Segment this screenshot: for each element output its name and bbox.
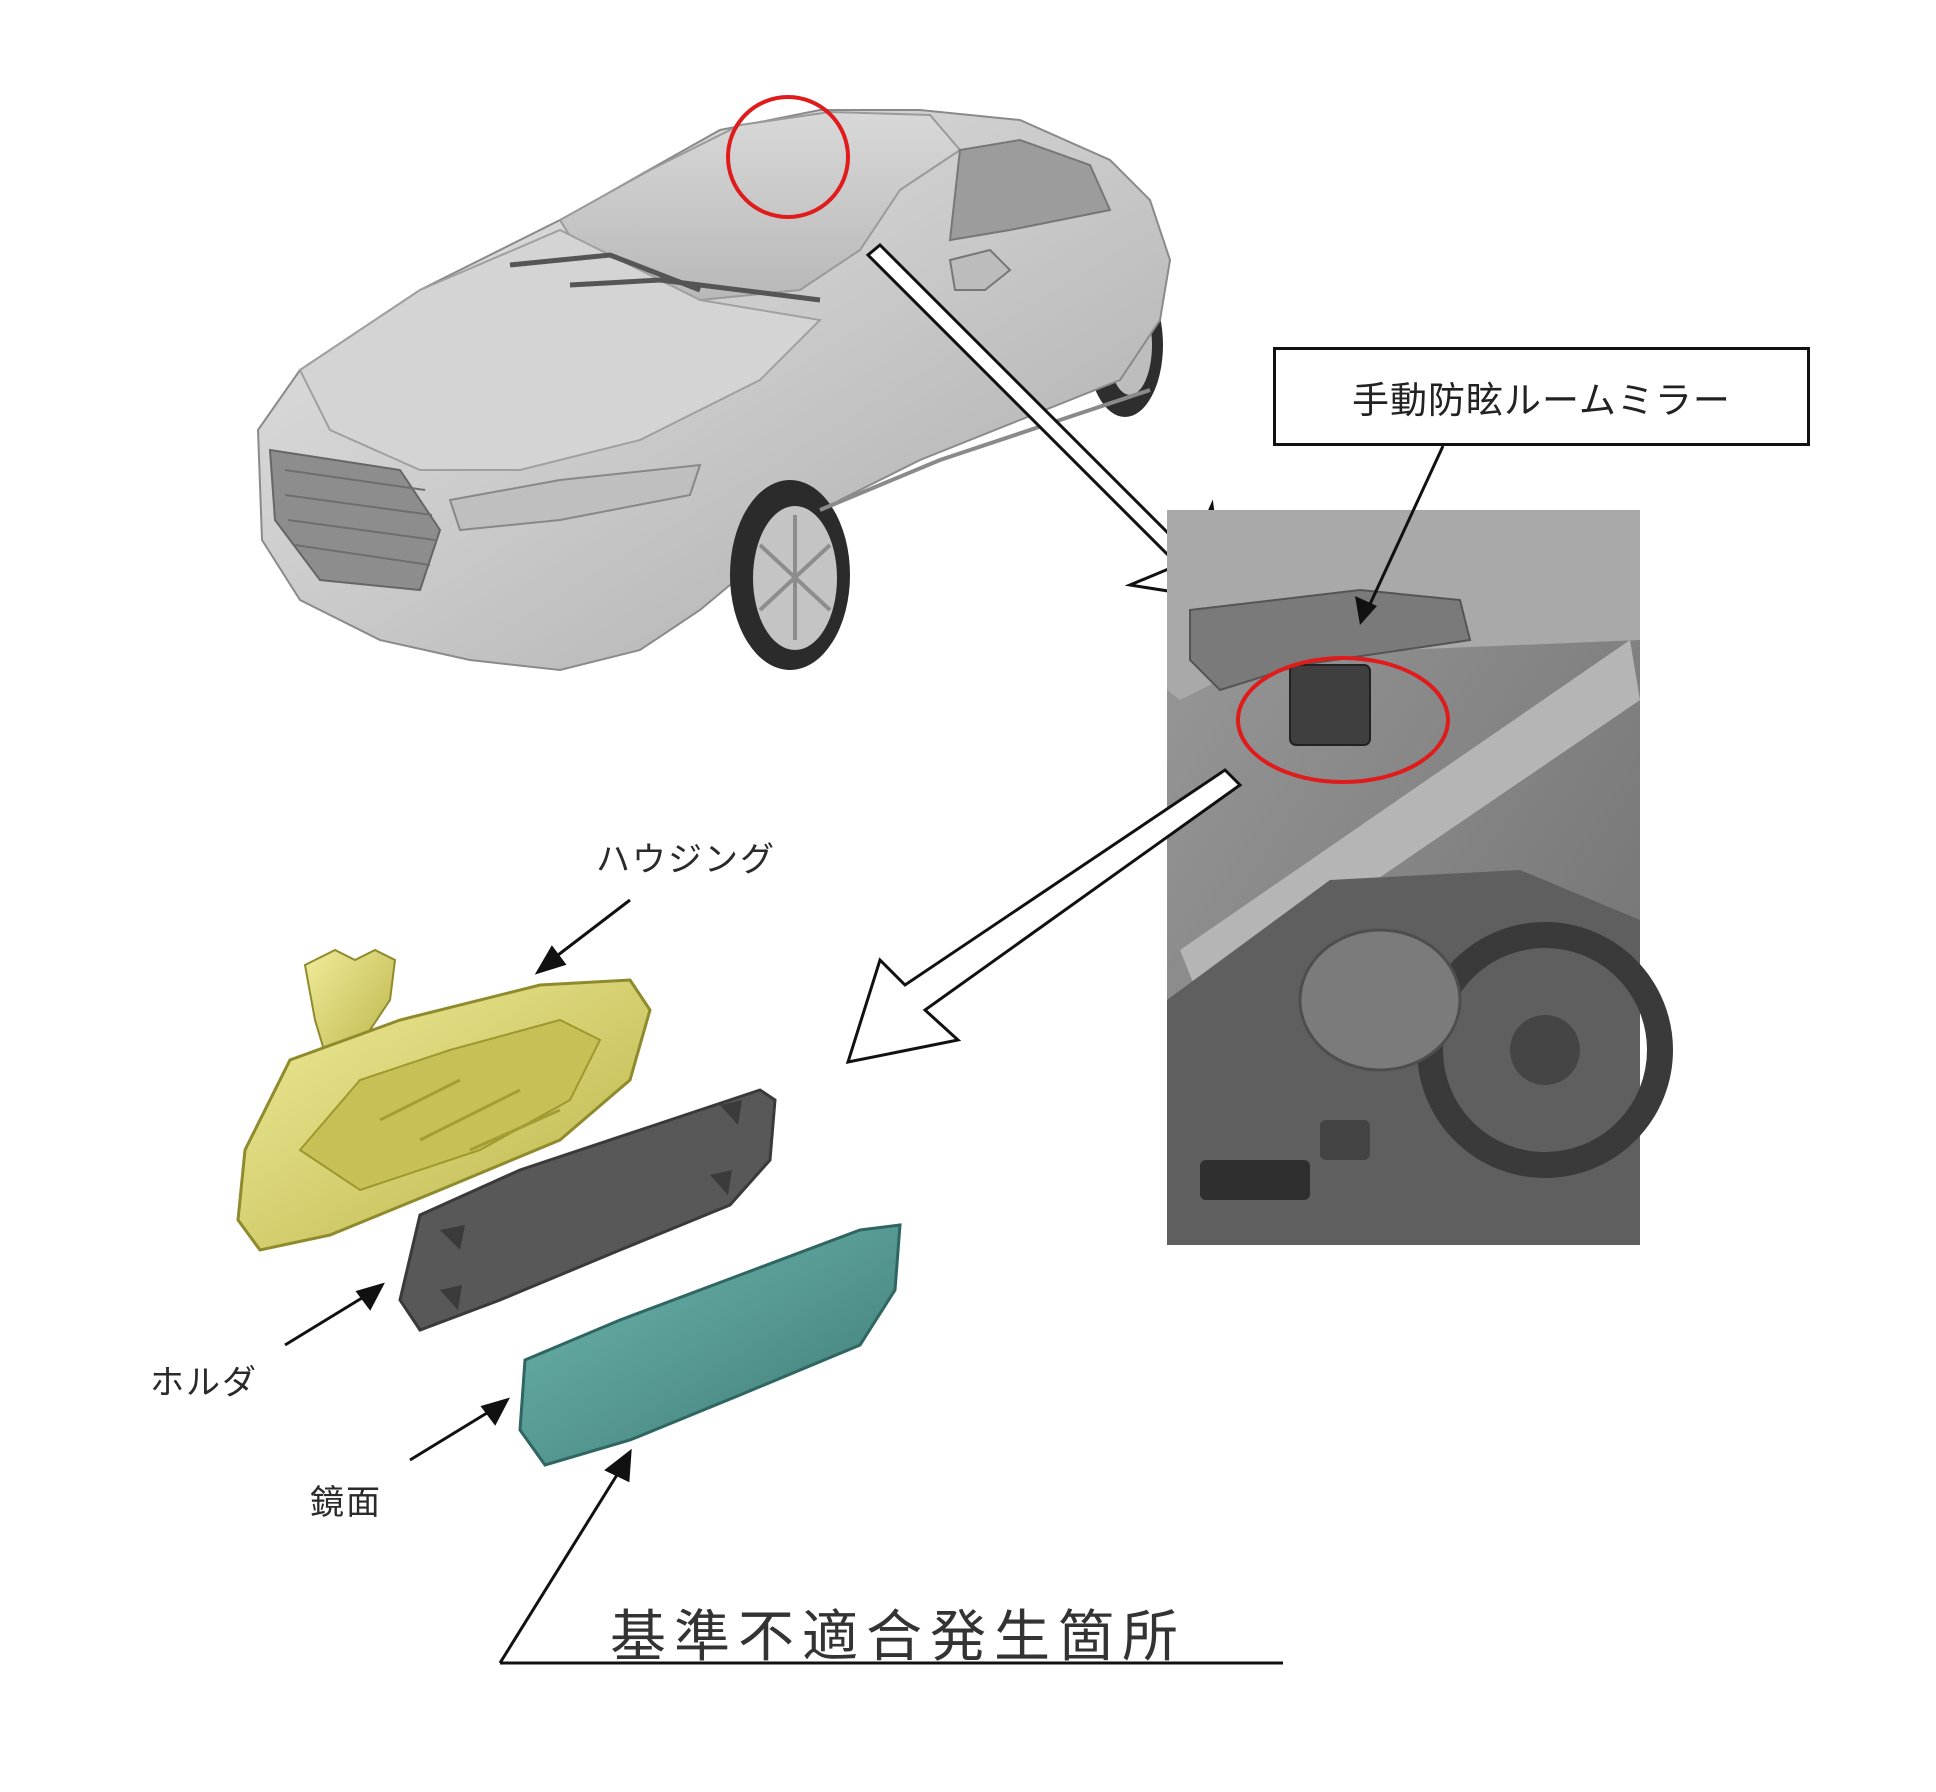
- arrow-interior-to-parts: [845, 768, 1243, 1064]
- housing-label: ハウジング: [596, 840, 776, 880]
- holder-label: ホルダ: [150, 1363, 258, 1403]
- room-mirror-part: [1289, 664, 1371, 746]
- roof-highlight-circle: [726, 95, 850, 219]
- part-leaders: [284, 898, 1283, 1665]
- car-grille: [268, 448, 442, 592]
- car-hood: [298, 228, 823, 471]
- car-side-window: [948, 138, 1112, 242]
- exploded-mirror-parts: [236, 948, 902, 1467]
- leader-holder: [284, 1288, 376, 1347]
- holder-part: [398, 1088, 777, 1332]
- leader-room-mirror: [1363, 445, 1445, 616]
- room-mirror-label: 手動防眩ルームミラー: [1352, 378, 1731, 422]
- leader-defect: [498, 1461, 627, 1664]
- mirror-surface-label: 鏡面: [310, 1483, 382, 1523]
- interior-illustration: [1167, 510, 1673, 1245]
- car-illustration: [256, 95, 1172, 672]
- room-mirror-label-box: 手動防眩ルームミラー: [1273, 347, 1810, 446]
- mirror-highlight-circle: [1236, 656, 1450, 784]
- leader-mirror-surface: [409, 1403, 501, 1462]
- mirror-surface-part: [518, 1223, 902, 1467]
- car-side-mirror: [948, 248, 1012, 291]
- leader-housing: [544, 898, 631, 967]
- defect-location-label: 基準不適合発生箇所: [610, 1605, 1186, 1670]
